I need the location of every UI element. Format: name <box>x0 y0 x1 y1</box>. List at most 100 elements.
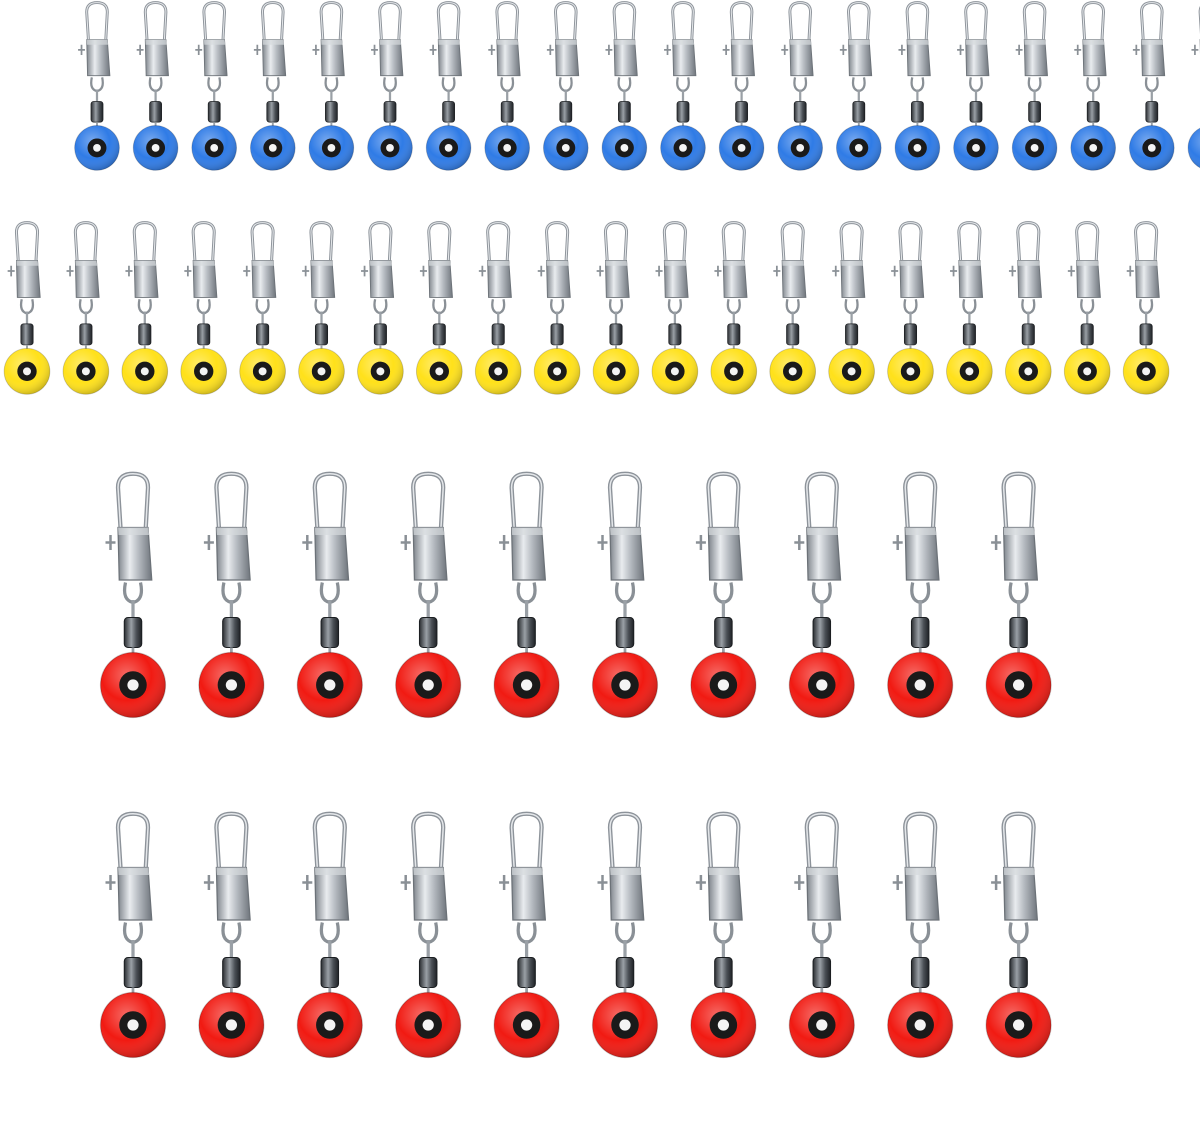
swivel-ring <box>785 298 800 315</box>
swivel-connector <box>3 221 51 395</box>
latch-pin <box>243 265 251 277</box>
swivel-ring <box>383 77 397 93</box>
swivel-ring <box>667 298 682 315</box>
barrel-swivel <box>256 323 270 346</box>
snap-sleeve <box>510 866 547 921</box>
swivel-connector <box>1011 1 1058 171</box>
bead-hole <box>324 1019 336 1031</box>
bead-hole <box>444 144 453 152</box>
swivel-ring <box>148 77 163 93</box>
swivel-connector <box>239 221 286 395</box>
bead-hole <box>717 679 730 691</box>
latch-pin <box>105 535 116 550</box>
swivel-connector <box>894 1 941 171</box>
barrel-swivel <box>320 617 340 648</box>
swivel-ring <box>1144 77 1159 93</box>
latch-pin <box>312 44 320 56</box>
swivel-ring <box>1086 77 1101 93</box>
barrel-swivel <box>676 101 690 123</box>
latch-pin <box>125 265 133 277</box>
bead-hole <box>210 144 219 152</box>
latch-pin <box>597 535 608 550</box>
snap-sleeve <box>904 526 940 581</box>
barrel-swivel <box>812 957 832 988</box>
snap-sleeve <box>904 866 940 921</box>
swivel-ring <box>418 582 439 605</box>
swivel-connector <box>985 471 1052 719</box>
latch-pin <box>78 44 85 56</box>
swivel-ring <box>324 77 339 93</box>
swivel-ring <box>910 77 925 93</box>
latch-pin <box>105 875 116 890</box>
bead-hole <box>520 679 533 691</box>
barrel-swivel <box>786 323 800 346</box>
latch-pin <box>950 265 958 277</box>
barrel-swivel <box>793 101 807 123</box>
swivel-ring <box>1080 298 1095 315</box>
snap-sleeve <box>1002 866 1039 921</box>
snap-sleeve <box>672 39 697 77</box>
latch-pin <box>794 535 805 550</box>
latch-pin <box>302 265 310 277</box>
swivel-connector <box>250 1 296 171</box>
swivel-connector <box>1129 1 1175 171</box>
swivel-connector <box>985 811 1052 1059</box>
swivel-connector <box>474 221 522 395</box>
swivel-ring <box>614 582 636 605</box>
swivel-ring <box>255 298 270 315</box>
swivel-connector <box>592 221 640 395</box>
swivel-connector <box>718 1 765 171</box>
barrel-swivel <box>266 101 280 123</box>
latch-pin <box>302 535 313 550</box>
latch-pin <box>195 44 203 56</box>
bead-hole <box>847 367 856 376</box>
swivel-ring <box>1139 298 1154 315</box>
swivel-connector <box>788 811 855 1059</box>
snap-sleeve <box>707 866 743 921</box>
bead-hole <box>376 367 385 376</box>
swivel-connector <box>690 471 757 719</box>
latch-pin <box>695 535 706 550</box>
latch-pin <box>839 44 847 56</box>
swivel-ring <box>903 298 918 315</box>
snap-sleeve <box>86 39 111 77</box>
swivel-ring <box>432 298 447 315</box>
swivel-ring <box>1021 298 1036 315</box>
swivel-connector <box>484 1 530 171</box>
barrel-swivel <box>962 323 976 346</box>
latch-pin <box>419 265 427 277</box>
swivel-connector <box>1187 6 1200 169</box>
bead-hole <box>127 1019 139 1031</box>
swivel-connector <box>395 811 462 1059</box>
swivel-ring <box>676 77 690 93</box>
barrel-swivel <box>320 957 340 988</box>
bead-hole <box>1147 144 1156 152</box>
latch-pin <box>488 44 496 56</box>
snap-sleeve <box>1135 260 1160 298</box>
snap-sleeve <box>262 39 287 77</box>
swivel-connector <box>769 221 817 395</box>
snap-sleeve <box>1076 260 1101 298</box>
bead-hole <box>620 144 629 152</box>
bead-hole <box>1024 367 1033 376</box>
barrel-swivel <box>418 957 438 988</box>
barrel-swivel <box>550 323 564 346</box>
swivel-connector <box>308 1 355 171</box>
swivel-ring <box>441 77 456 93</box>
snap-sleeve <box>203 39 228 77</box>
barrel-swivel <box>1139 323 1153 346</box>
snap-sleeve <box>215 526 251 581</box>
latch-pin <box>957 44 964 56</box>
latch-pin <box>695 875 706 890</box>
snap-sleeve <box>555 39 580 77</box>
snap-sleeve <box>848 39 873 77</box>
snap-sleeve <box>958 260 984 298</box>
swivel-connector <box>62 221 110 395</box>
snap-sleeve <box>251 260 277 298</box>
bead-hole <box>854 144 863 152</box>
latch-pin <box>596 265 604 277</box>
snap-sleeve <box>117 866 153 921</box>
swivel-ring <box>617 77 632 93</box>
swivel-ring <box>1027 77 1042 93</box>
swivel-connector <box>710 221 758 395</box>
